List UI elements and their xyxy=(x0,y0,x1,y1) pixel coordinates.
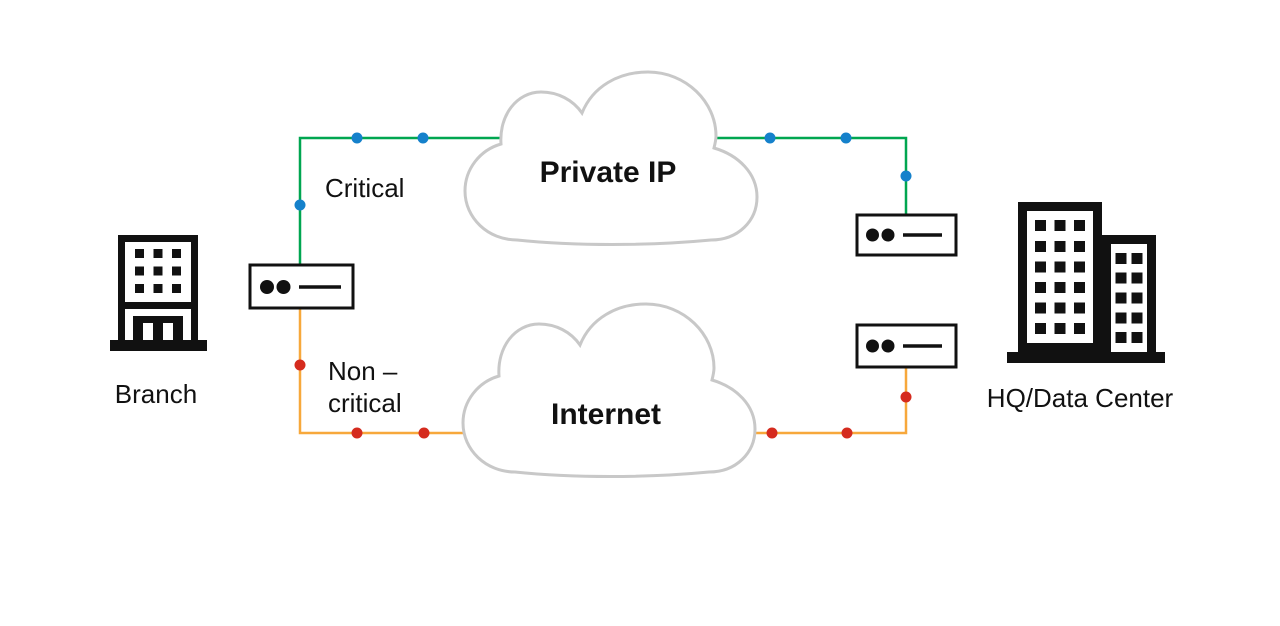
noncritical-dot xyxy=(351,427,363,439)
noncritical-path-dots xyxy=(294,359,912,439)
data-center-buildings-icon xyxy=(1007,202,1165,363)
critical-dot xyxy=(900,170,912,182)
noncritical-dot xyxy=(766,427,778,439)
critical-dot xyxy=(294,199,306,211)
cloud-icon xyxy=(461,302,757,478)
noncritical-dot xyxy=(841,427,853,439)
noncritical-dot xyxy=(294,359,306,371)
branch-building xyxy=(110,235,207,351)
router-led xyxy=(866,228,879,242)
noncritical-dot xyxy=(900,391,912,403)
critical-dot xyxy=(840,132,852,144)
router-led xyxy=(866,339,879,353)
private-ip-cloud-label: Private IP xyxy=(540,156,677,189)
critical-dot xyxy=(351,132,363,144)
critical-label: Critical xyxy=(325,173,404,203)
router-led xyxy=(881,339,895,353)
private-ip-cloud: Private IP xyxy=(463,70,759,246)
router-led xyxy=(276,280,291,294)
hq-top-router xyxy=(855,213,958,257)
branch-router xyxy=(248,263,355,310)
critical-dot xyxy=(764,132,776,144)
hq-label: HQ/Data Center xyxy=(987,383,1174,413)
noncritical-label-line1: Non – xyxy=(328,356,398,386)
hq-bottom-router xyxy=(855,323,958,369)
internet-cloud: Internet xyxy=(461,302,757,478)
noncritical-label-line2: critical xyxy=(328,388,402,418)
router-led xyxy=(881,228,895,242)
critical-path-dots xyxy=(294,132,912,211)
router-led xyxy=(260,280,274,294)
noncritical-dot xyxy=(418,427,430,439)
hq-building xyxy=(1007,202,1165,363)
internet-cloud-label: Internet xyxy=(551,398,661,431)
cloud-icon xyxy=(463,70,759,246)
branch-label: Branch xyxy=(115,379,197,409)
office-building-icon xyxy=(110,235,207,351)
critical-dot xyxy=(417,132,429,144)
